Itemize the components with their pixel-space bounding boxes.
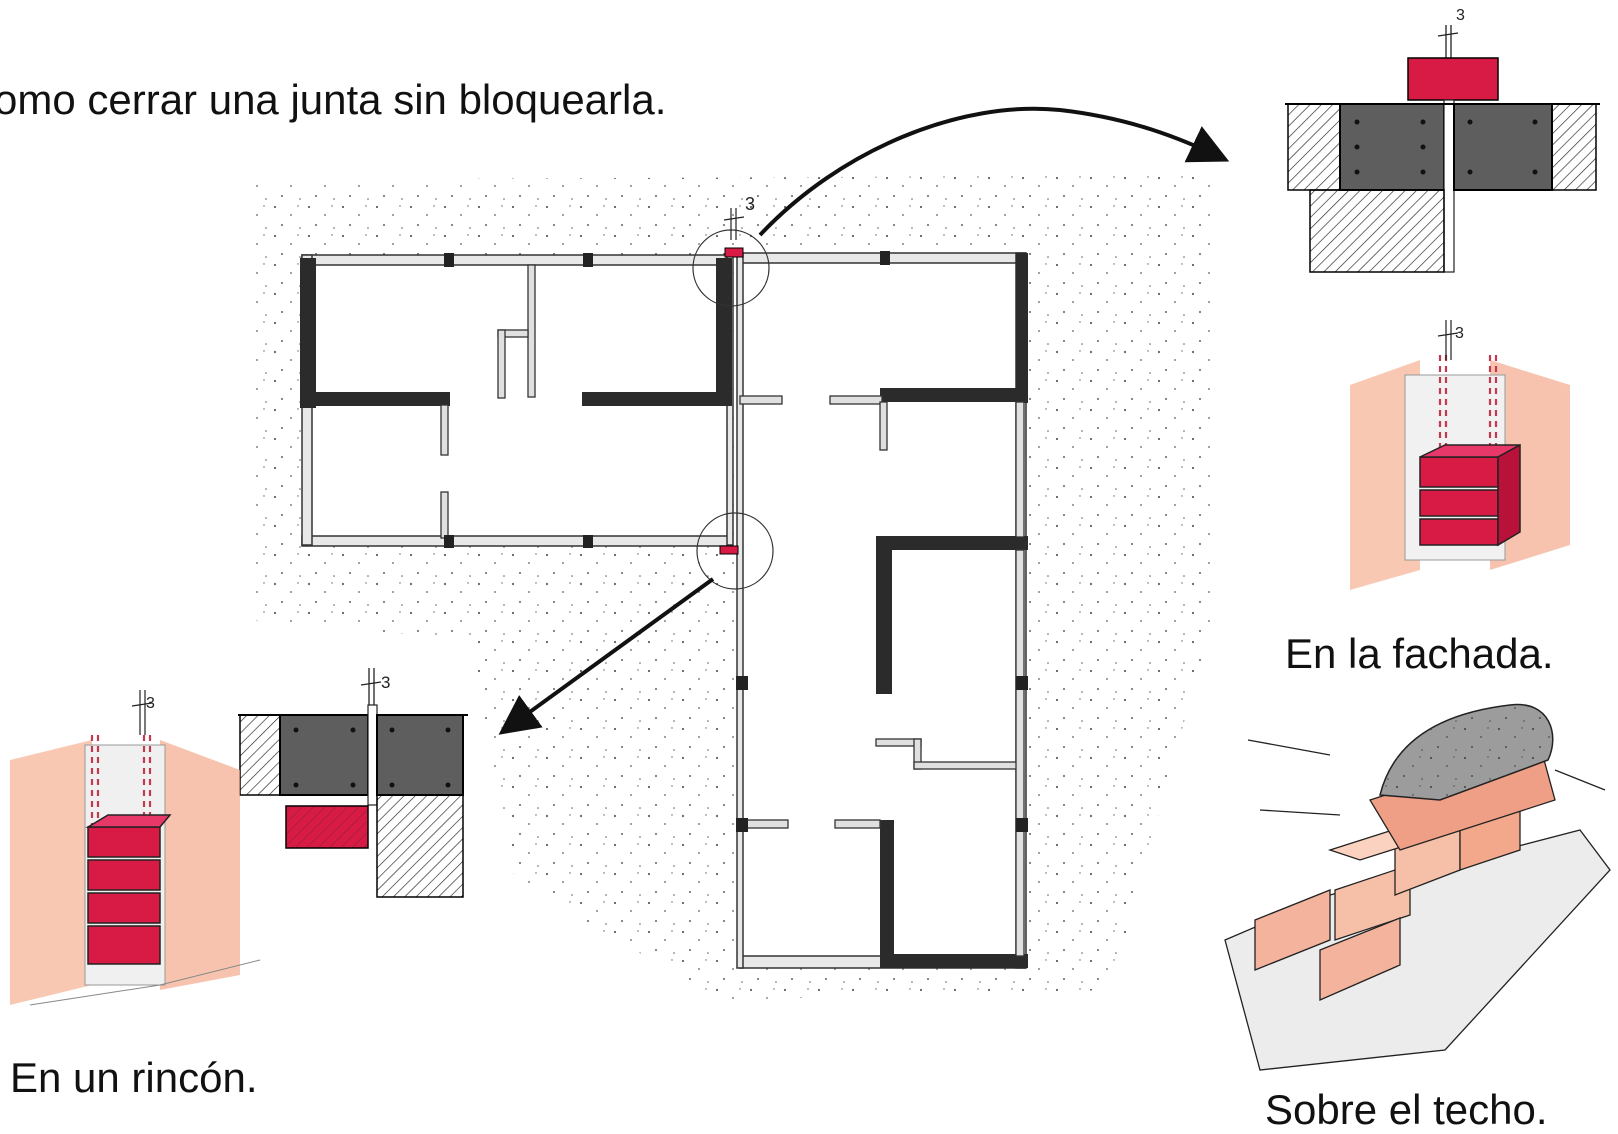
corner-left-hatch (239, 714, 281, 796)
concrete-walls (300, 253, 1028, 968)
corner-left-slab (279, 714, 369, 796)
facade-left-hatch (1287, 103, 1341, 191)
diagram-title: omo cerrar una junta sin bloquearla. (0, 76, 667, 123)
partitions (440, 264, 1025, 957)
facade-section-detail: 3 (1285, 7, 1600, 273)
facade-sketch-dimension-label: 3 (1455, 325, 1464, 342)
joint-seal-top (724, 247, 744, 258)
corner-sketch-dimension-label: 3 (146, 695, 155, 712)
facade-dimension-label: 3 (1456, 7, 1465, 24)
arrow-to-corner-detail (498, 577, 715, 735)
plan-dimension-label: 3 (745, 194, 755, 214)
caption-facade: En la fachada. (1285, 630, 1554, 677)
facade-3d-sketch: 3 (1350, 320, 1570, 590)
corner-section-detail: 3 (238, 668, 468, 898)
corner-seal-bricks (85, 814, 172, 965)
joint-seal-bottom (719, 545, 739, 555)
corner-lower-hatch (376, 794, 464, 898)
corner-right-slab (376, 714, 464, 796)
detail-circle-bottom (696, 512, 774, 590)
facade-seal-block (1407, 57, 1499, 101)
corner-joint-gap (367, 704, 378, 806)
corner-3d-sketch: 3 (10, 690, 261, 1006)
roof-parapet-sketch (1224, 703, 1611, 1071)
caption-roof: Sobre el techo. (1265, 1086, 1548, 1133)
floor-plan: 3 (250, 175, 1215, 1000)
facade-seal-bricks (1419, 443, 1521, 547)
columns (444, 251, 1028, 832)
arrow-to-facade-detail (758, 106, 1230, 237)
facade-right-hatch (1551, 103, 1597, 191)
facade-lower-hatch (1309, 189, 1445, 273)
plan-dimension-mark (723, 208, 745, 240)
facade-right-slab (1453, 103, 1553, 191)
caption-corner: En un rincón. (10, 1054, 258, 1101)
facade-joint-gap (1443, 99, 1455, 273)
corner-section-dimension-label: 3 (381, 673, 390, 692)
